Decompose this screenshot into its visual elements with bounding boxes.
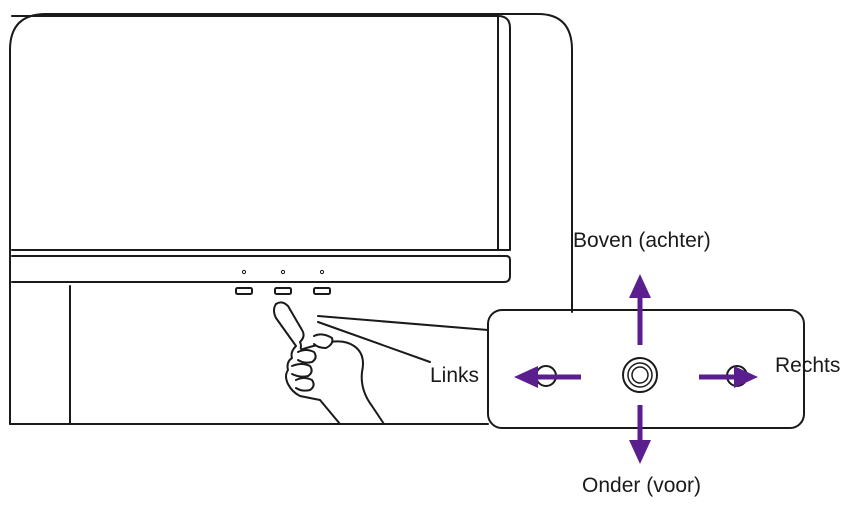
indicator-dot (280, 269, 286, 275)
joystick-key-icon (622, 357, 658, 393)
indicator-dot (319, 269, 325, 275)
monitor-back-shell (9, 13, 573, 399)
arrow-left-icon (514, 366, 581, 388)
callout-line-top (317, 315, 489, 331)
monitor-screen-panel (11, 15, 511, 251)
arrow-right-icon (699, 366, 758, 388)
control-button-right (313, 287, 331, 295)
indicator-dot (241, 269, 247, 275)
arrow-down-icon (629, 405, 651, 464)
label-down: Onder (voor) (582, 474, 702, 497)
monitor-bezel (11, 255, 511, 283)
label-up: Boven (achter) (573, 229, 711, 252)
label-right: Rechts (775, 354, 841, 377)
direction-arrows (514, 274, 758, 464)
joystick-detail-box (487, 309, 805, 429)
control-button-joystick (274, 287, 292, 295)
pointing-hand-icon (273, 301, 385, 425)
arrow-up-icon (629, 274, 651, 345)
control-button-left (235, 287, 253, 295)
callout-line-bottom (317, 321, 431, 363)
label-left: Links (430, 364, 480, 387)
